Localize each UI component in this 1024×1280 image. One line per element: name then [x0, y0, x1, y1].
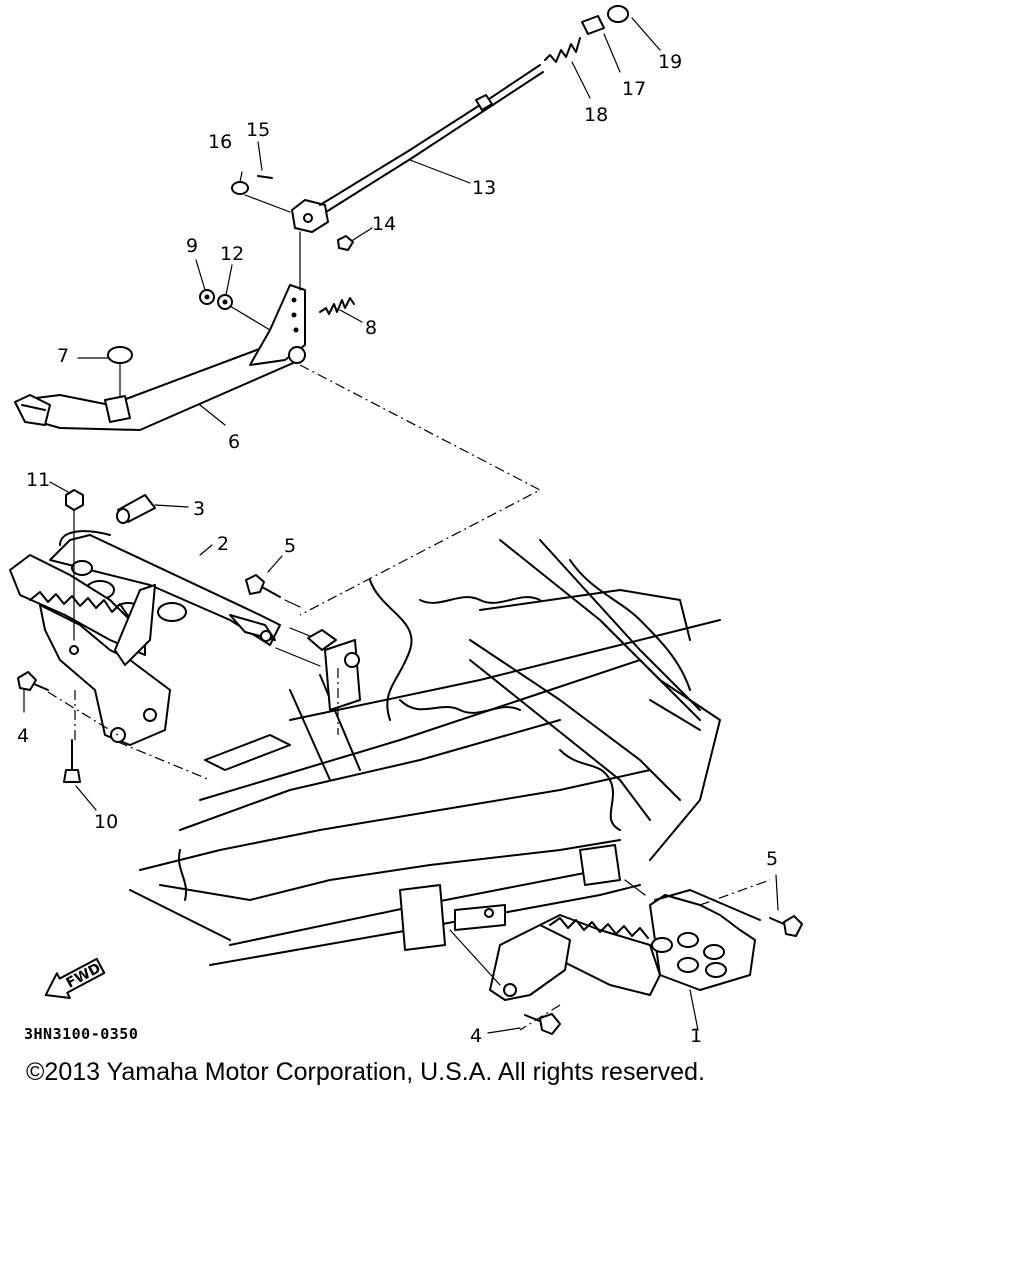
callout-7: 7: [57, 345, 69, 367]
callout-11: 11: [26, 469, 50, 491]
right-bolt-part: [769, 915, 803, 937]
footrest-nut-part: [65, 489, 84, 641]
frame: [129, 539, 721, 966]
callout-5-upper: 5: [284, 535, 296, 557]
callout-9: 9: [186, 235, 198, 257]
upper-bolt-part: [245, 574, 301, 608]
collar-part: [116, 494, 156, 524]
brake-rod: [244, 64, 544, 291]
right-lower-bolt-part: [524, 1013, 561, 1035]
guide-lines: [47, 364, 771, 1031]
adjuster-parts: [581, 5, 629, 35]
exploded-parts-diagram: 1 2 3 4 4 5 5 6 7 8 9 10 11 12 13 14 15 …: [9, 5, 803, 1047]
lower-bolt-part: [63, 739, 81, 783]
callout-4-right: 4: [470, 1025, 482, 1047]
callout-3: 3: [193, 498, 205, 520]
right-footrest: [449, 879, 761, 1001]
leader-lines: [23, 17, 779, 1034]
callout-15: 15: [246, 119, 270, 141]
callout-8: 8: [365, 317, 377, 339]
left-bolt-part: [17, 671, 49, 691]
callout-17: 17: [622, 78, 646, 100]
return-spring-part: [319, 297, 355, 315]
callout-5-right: 5: [766, 848, 778, 870]
washer-parts: [199, 289, 271, 331]
fwd-arrow: FWD: [44, 957, 106, 999]
pivot-shaft: [275, 627, 360, 668]
callout-18: 18: [584, 104, 608, 126]
rod-nut-part: [337, 235, 354, 251]
callout-2: 2: [217, 533, 229, 555]
callout-1: 1: [690, 1025, 702, 1047]
brake-pedal: [14, 284, 306, 431]
callout-12: 12: [220, 243, 244, 265]
callout-4-left: 4: [17, 725, 29, 747]
pin-and-cotter-parts: [231, 175, 273, 195]
diagram-code: 3HN3100-0350: [24, 1025, 138, 1043]
copyright-notice: ©2013 Yamaha Motor Corporation, U.S.A. A…: [26, 1058, 705, 1086]
callout-6: 6: [228, 431, 240, 453]
callout-19: 19: [658, 51, 682, 73]
left-footrest: [9, 530, 281, 746]
callout-16: 16: [208, 131, 232, 153]
pedal-cap-part: [107, 346, 133, 397]
callout-14: 14: [372, 213, 396, 235]
callout-10: 10: [94, 811, 118, 833]
callouts: 1 2 3 4 4 5 5 6 7 8 9 10 11 12 13 14 15 …: [17, 51, 778, 1047]
callout-13: 13: [472, 177, 496, 199]
rod-spring-part: [544, 37, 581, 63]
